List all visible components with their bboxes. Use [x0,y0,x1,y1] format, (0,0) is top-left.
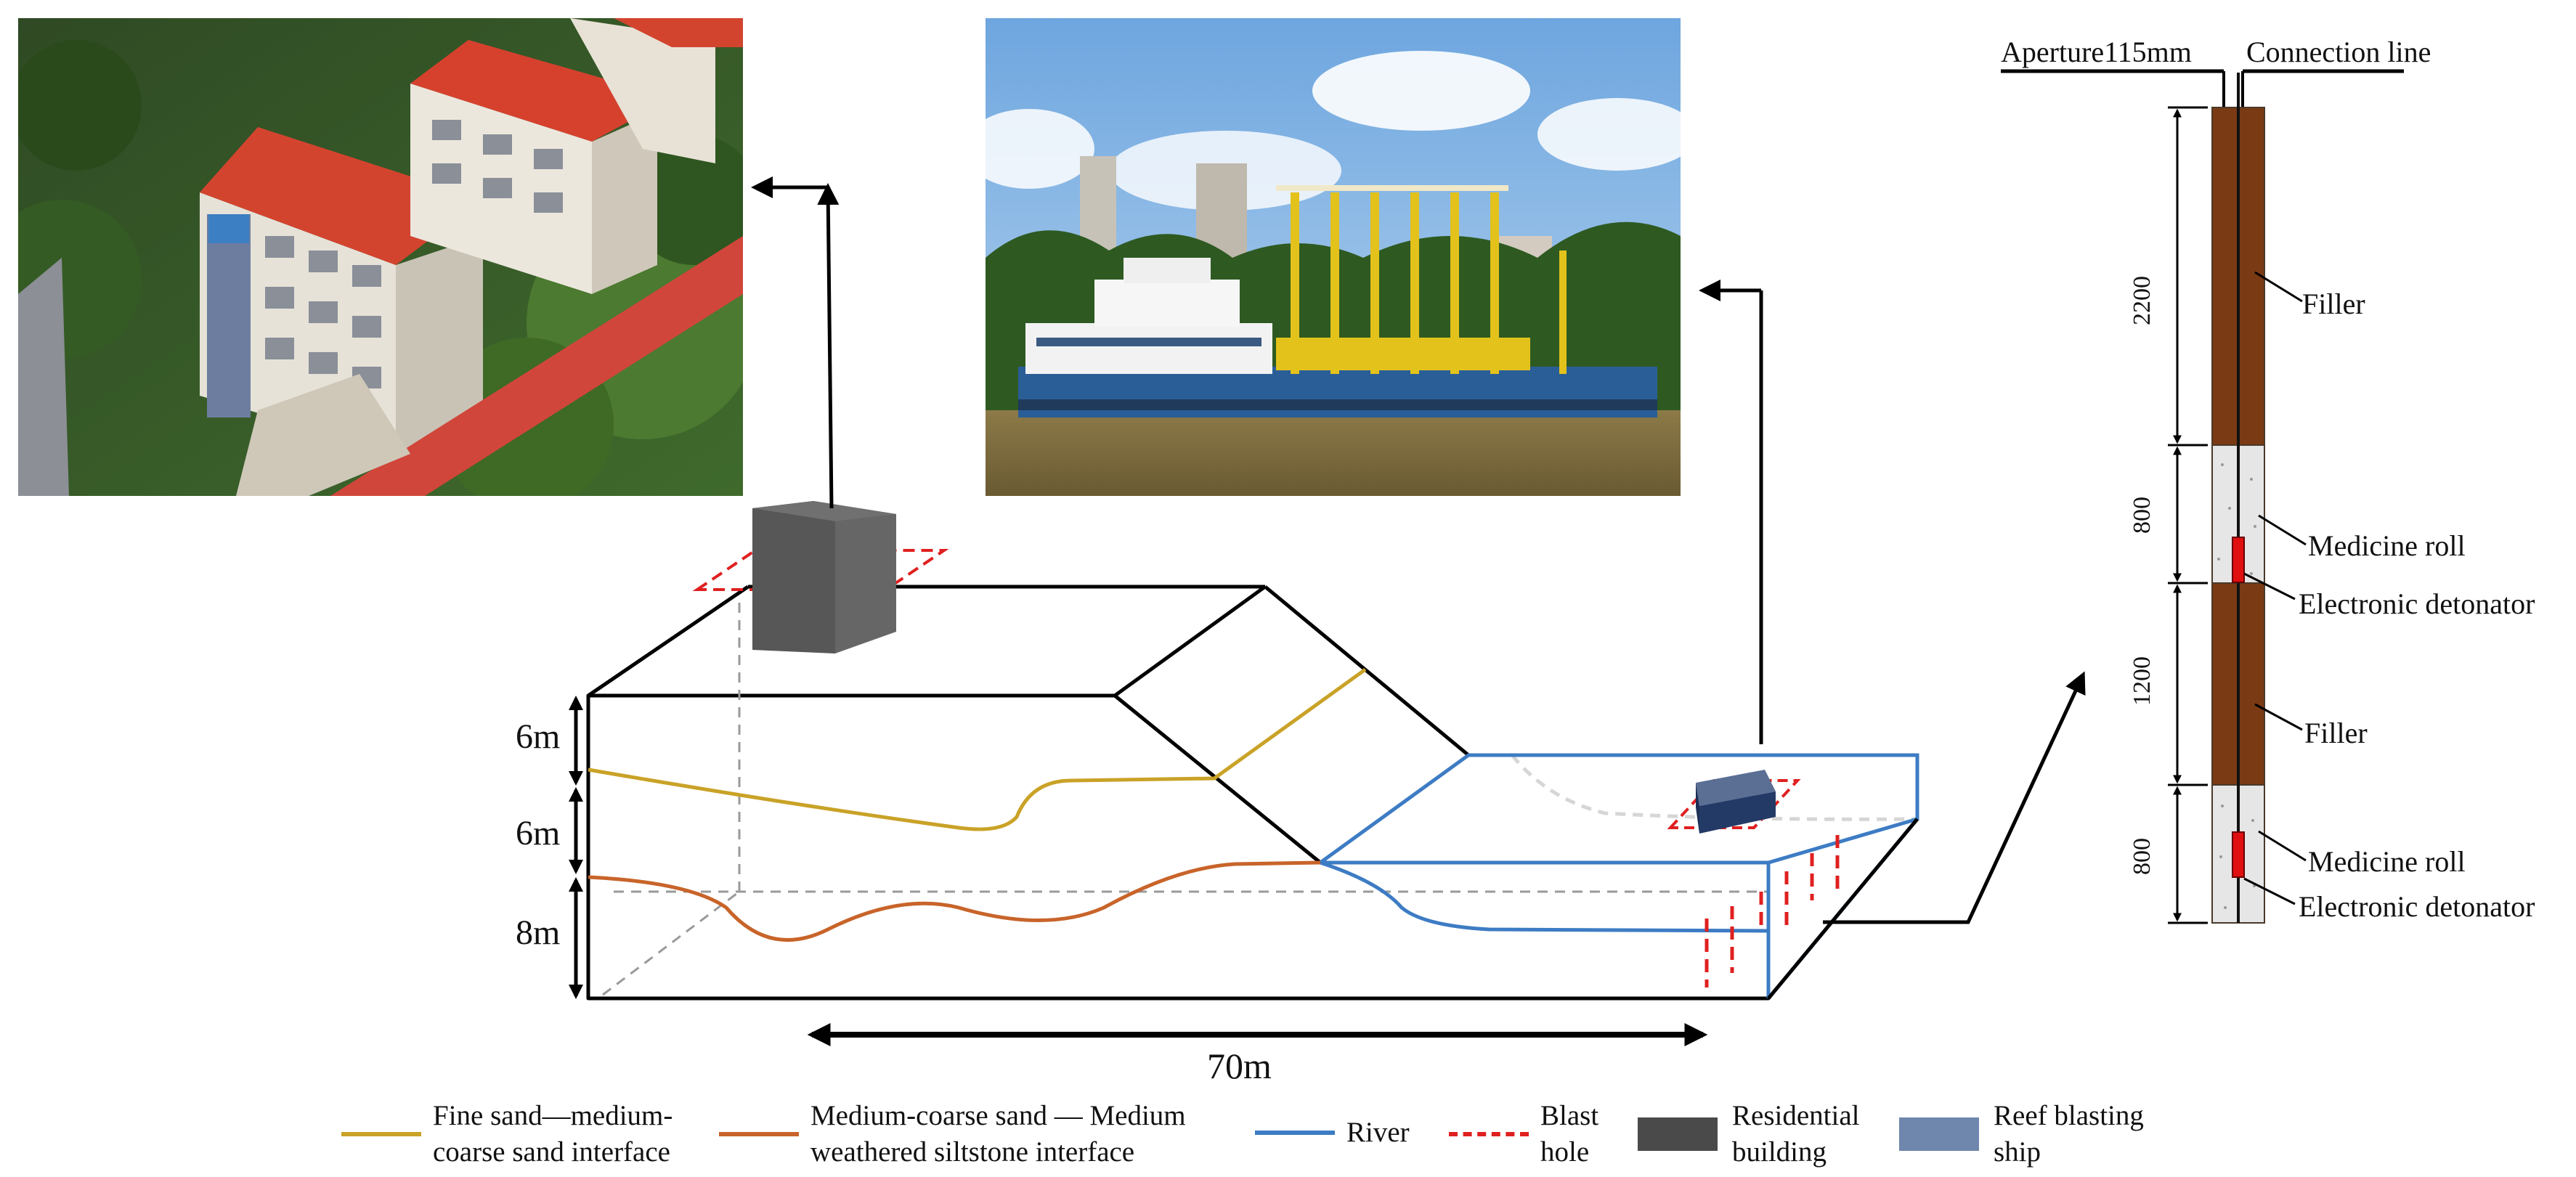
electronic-detonator-label-1: Electronic detonator [2299,587,2535,620]
riverbed-line [1320,860,1769,933]
legend-siltstone: Medium-coarse sand — Medium weathered si… [719,1098,1186,1170]
legend-siltstone-text-1: Medium-coarse sand — Medium [810,1100,1186,1131]
depth-label-8m: 8m [516,913,560,952]
legend-fine-sand: Fine sand—medium- coarse sand interface [341,1098,673,1170]
legend-siltstone-line [719,1132,799,1136]
legend-reef-blasting-ship-text-1: Reef blasting [1994,1100,2144,1131]
detonator-1 [2232,537,2245,583]
legend-blast-hole-text-1: Blast [1540,1100,1599,1131]
connection-line-label: Connection line [2246,36,2431,68]
medicine-roll-label-1: Medicine roll [2308,529,2466,562]
legend: Fine sand—medium- coarse sand interface … [0,1082,2576,1177]
block-slope-back-edge [1264,585,1470,757]
segment-length-800-upper: 800 [2129,497,2156,534]
legend-river: River [1255,1115,1410,1151]
legend-residential-building: Residential building [1638,1098,1859,1170]
legend-residential-building-text-2: building [1732,1136,1827,1168]
legend-residential-building-text-1: Residential [1732,1100,1860,1131]
legend-siltstone-text-2: weathered siltstone interface [810,1136,1135,1168]
arrow-to-building-photo [817,183,840,509]
length-label: 70m [1207,1046,1272,1086]
arrow-to-borehole [1823,671,2086,924]
segment-length-800-lower: 800 [2129,838,2156,875]
legend-reef-blasting-ship-swatch [1899,1117,1979,1151]
legend-residential-building-swatch [1638,1117,1718,1151]
filler-label-1: Filler [2302,288,2365,320]
residential-building-photo [18,18,743,496]
legend-fine-sand-text-1: Fine sand—medium- [433,1100,673,1131]
aperture-label: Aperture115mm [2001,36,2192,68]
legend-river-line [1255,1131,1335,1135]
borehole-column [2001,69,2404,924]
borehole-leaders [2243,271,2307,905]
segment-length-1200: 1200 [2129,656,2156,706]
electronic-detonator-label-2: Electronic detonator [2299,890,2535,923]
legend-reef-blasting-ship: Reef blasting ship [1899,1098,2144,1170]
reef-blasting-ship-image [986,18,1681,496]
depth-label-upper-6m: 6m [516,717,560,756]
fine-sand-interface [588,667,1367,831]
siltstone-interface [588,860,1321,942]
reef-blasting-ship-photo [986,18,1681,496]
legend-river-text: River [1346,1117,1410,1148]
block-slope-crest [1113,585,1267,698]
block-top-left-edge [587,585,749,698]
legend-blast-hole-text-2: hole [1540,1136,1590,1168]
legend-reef-blasting-ship-text-2: ship [1994,1136,2041,1168]
residential-building-image [18,18,743,496]
depth-label-lower-6m: 6m [516,814,560,852]
residential-building-block [692,501,949,653]
blast-holes [1705,835,1840,987]
legend-blast-hole: Blast hole [1449,1098,1598,1170]
legend-fine-sand-line [341,1132,421,1136]
borehole-dimensions [2168,106,2208,924]
legend-fine-sand-text-2: coarse sand interface [433,1136,670,1168]
medicine-roll-label-2: Medicine roll [2308,845,2466,878]
segment-length-2200: 2200 [2129,276,2156,325]
detonator-2 [2232,831,2245,878]
reef-blasting-ship-block [1667,770,1801,834]
legend-blast-hole-line [1449,1132,1529,1136]
filler-label-2: Filler [2304,717,2368,749]
